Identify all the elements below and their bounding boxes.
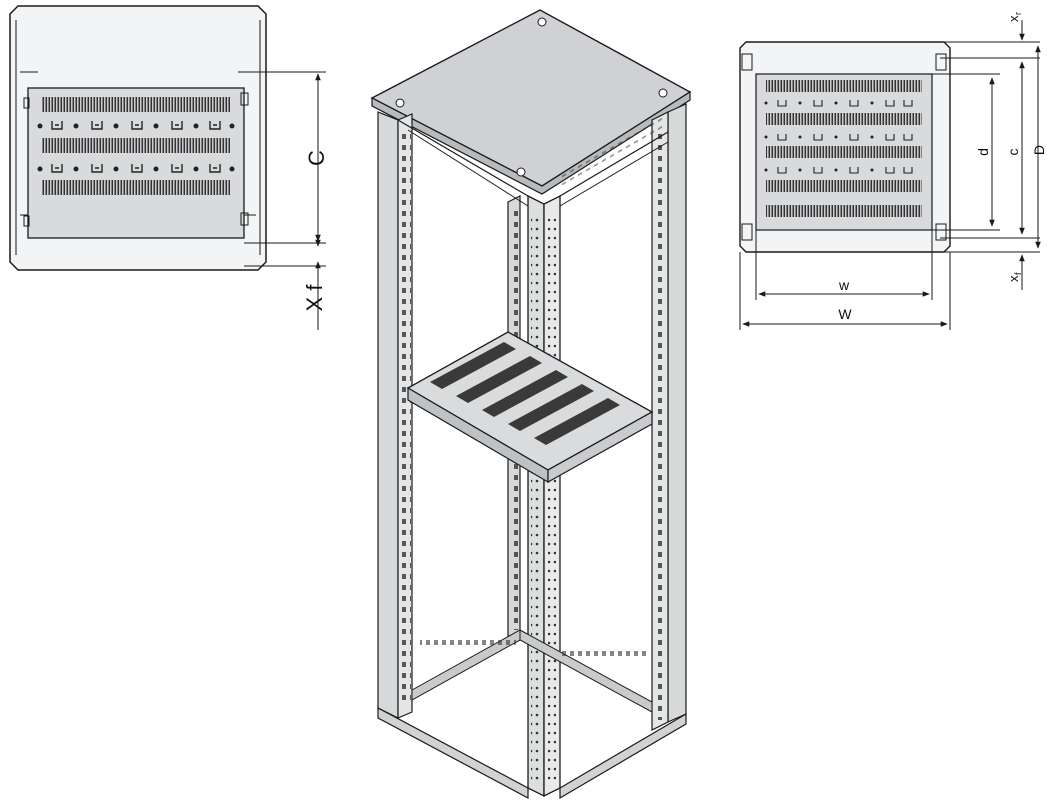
rack-base	[377, 707, 529, 799]
right-dim-xf: x f	[1006, 272, 1023, 282]
left-cutouts-row2	[37, 164, 235, 173]
rack-post-left	[377, 111, 399, 719]
right-dim-xf-sub: f	[1013, 272, 1023, 275]
left-cutouts-row1	[37, 121, 235, 130]
right-view: d c D x r x f w W	[739, 12, 1047, 330]
right-cutouts	[777, 100, 913, 174]
right-dims-horizontal	[739, 230, 951, 330]
left-shelf-plate	[27, 87, 245, 239]
left-dim-c	[244, 71, 326, 330]
right-dim-xr-label: x	[1006, 15, 1021, 22]
right-dim-xf-label: x	[1006, 275, 1021, 282]
rack-roof	[370, 9, 692, 187]
right-dim-c-label: c	[1005, 149, 1021, 156]
right-dim-D-label: D	[1031, 145, 1047, 155]
center-rack-iso	[370, 9, 692, 800]
right-dim-xr-sub: r	[1013, 12, 1023, 15]
right-dim-w-label: w	[838, 277, 850, 293]
right-dims-vertical	[930, 20, 1041, 290]
left-view: C X f	[9, 5, 329, 330]
rack-shelf	[406, 331, 654, 484]
left-dim-xf-label: X f	[302, 284, 327, 312]
rack-post-right	[667, 103, 687, 723]
right-dim-d-label: d	[975, 148, 991, 156]
right-dim-xr: x r	[1006, 12, 1023, 22]
left-dim-c-label: C	[304, 150, 329, 166]
right-dim-W-label: W	[838, 306, 852, 322]
